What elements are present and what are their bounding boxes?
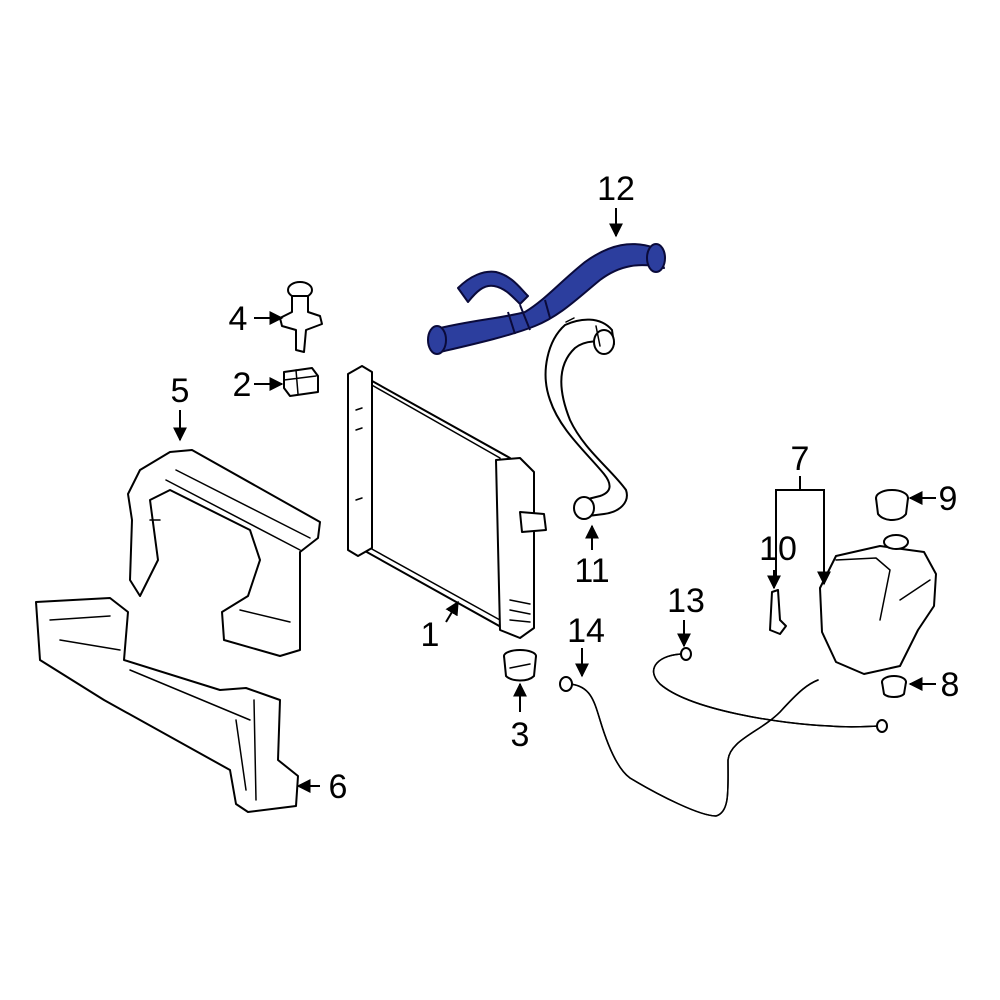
- callout-6: 6: [329, 768, 348, 806]
- callout-10: 10: [759, 530, 797, 568]
- lower-mount[interactable]: [503, 649, 537, 682]
- mounting-clip[interactable]: [279, 281, 323, 353]
- callout-3: 3: [511, 716, 530, 754]
- callout-4: 4: [229, 300, 248, 338]
- leader-lines: [173, 208, 936, 793]
- callout-7: 7: [791, 440, 810, 478]
- callout-13: 13: [667, 582, 705, 620]
- rubber-mount[interactable]: [283, 367, 319, 397]
- coolant-reservoir[interactable]: [819, 534, 937, 675]
- callout-numbers: 12 4 2 5 6 1 3 11 9 7 10 8 13 14: [171, 170, 960, 806]
- lower-radiator-hose[interactable]: [544, 317, 628, 520]
- callout-2: 2: [233, 366, 252, 404]
- bleed-line[interactable]: [559, 676, 819, 817]
- reservoir-grommet[interactable]: [881, 675, 907, 698]
- lower-deflector-panel[interactable]: [35, 597, 299, 813]
- callout-1: 1: [421, 616, 440, 654]
- overflow-line[interactable]: [653, 647, 888, 733]
- callout-8: 8: [941, 666, 960, 704]
- upper-radiator-hose[interactable]: [427, 243, 666, 355]
- callout-5: 5: [171, 372, 190, 410]
- callout-11: 11: [574, 552, 609, 590]
- reservoir-cap[interactable]: [875, 489, 909, 521]
- callout-9: 9: [939, 480, 958, 518]
- callout-14: 14: [567, 612, 605, 650]
- level-sensor[interactable]: [769, 589, 787, 635]
- radiator-support[interactable]: [127, 449, 321, 657]
- radiator[interactable]: [347, 365, 547, 639]
- callout-12: 12: [597, 170, 635, 208]
